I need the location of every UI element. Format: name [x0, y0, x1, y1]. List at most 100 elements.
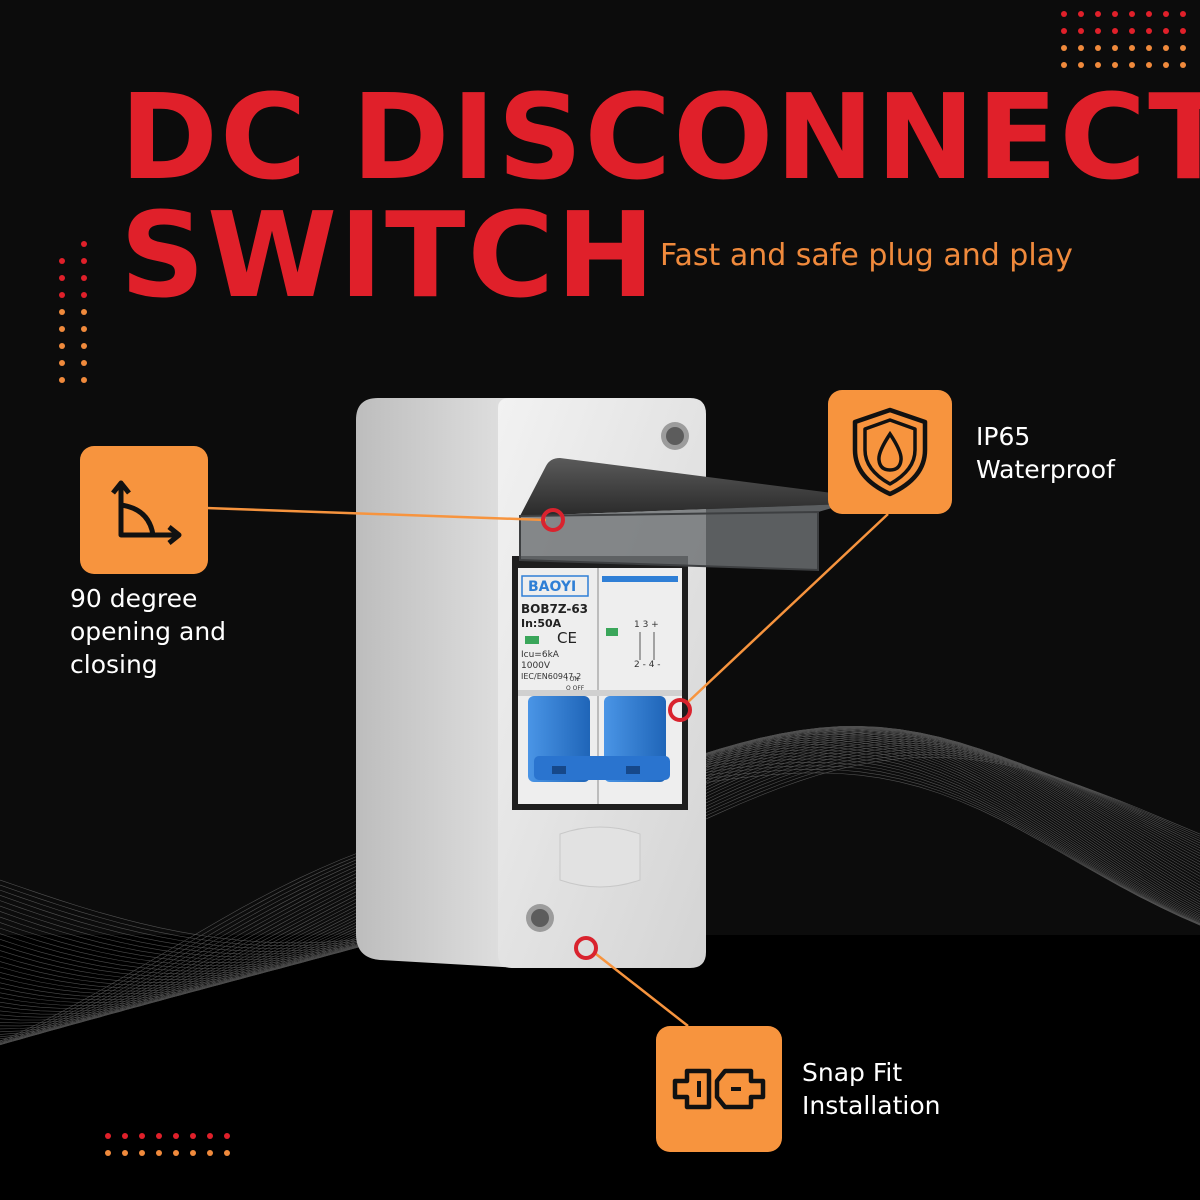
- right-angle-icon: [111, 480, 182, 545]
- decorative-dot: [122, 1150, 128, 1156]
- waterproof-feature-badge: [828, 390, 952, 514]
- decorative-dot: [207, 1133, 213, 1139]
- decorative-dot: [1146, 45, 1152, 51]
- voltage-label: 1000V: [521, 661, 551, 671]
- decorative-dot: [1180, 28, 1186, 34]
- decorative-dot: [1061, 62, 1067, 68]
- decorative-dot: [1078, 28, 1084, 34]
- decorative-dot: [59, 343, 65, 349]
- rating-label: In:50A: [521, 617, 562, 630]
- angle-feature-badge: [80, 446, 208, 574]
- title-line-1: DC DISCONNECT: [120, 68, 1200, 206]
- decorative-dot: [173, 1150, 179, 1156]
- model-label: BOB7Z-63: [521, 602, 588, 616]
- decorative-dot: [81, 292, 87, 298]
- decorative-dot: [59, 360, 65, 366]
- snap-fit-feature-line-1: Snap Fit: [802, 1058, 903, 1087]
- angle-feature-line-2: opening and: [70, 617, 227, 646]
- decorative-dot: [1180, 11, 1186, 17]
- decorative-dot: [81, 241, 87, 247]
- decorative-dot: [1112, 11, 1118, 17]
- on-label: I ON: [566, 676, 579, 683]
- decorative-dot: [1095, 28, 1101, 34]
- decorative-dot: [1112, 62, 1118, 68]
- decorative-dot: [81, 258, 87, 264]
- decorative-dot: [1061, 45, 1067, 51]
- tagline: Fast and safe plug and play: [660, 238, 1073, 273]
- decorative-dot: [81, 343, 87, 349]
- marker-base: [574, 936, 598, 960]
- decorative-dot: [1095, 11, 1101, 17]
- decorative-dot: [224, 1150, 230, 1156]
- decorative-dot: [207, 1150, 213, 1156]
- decorative-dot: [59, 275, 65, 281]
- decorative-dot: [59, 377, 65, 383]
- ce-mark: CE: [557, 629, 577, 647]
- decorative-dot: [1146, 62, 1152, 68]
- decorative-dot: [1163, 45, 1169, 51]
- decorative-dot: [81, 326, 87, 332]
- decorative-dot: [224, 1133, 230, 1139]
- off-label: O OFF: [566, 685, 585, 692]
- shield-water-drop-icon: [852, 407, 928, 497]
- decorative-dot: [1078, 11, 1084, 17]
- decorative-dot: [1163, 62, 1169, 68]
- decorative-dot: [81, 377, 87, 383]
- brand-label: BAOYI: [528, 579, 576, 595]
- title-line-2: SWITCH: [120, 186, 657, 324]
- decorative-dot: [156, 1150, 162, 1156]
- decorative-dot: [1129, 62, 1135, 68]
- decorative-dot: [81, 360, 87, 366]
- decorative-dot: [1163, 28, 1169, 34]
- decorative-dot: [1146, 28, 1152, 34]
- angle-feature-text: 90 degree opening and closing: [70, 582, 226, 681]
- decorative-dot: [81, 309, 87, 315]
- decorative-dot: [1129, 28, 1135, 34]
- decorative-dot: [1180, 62, 1186, 68]
- snap-fit-feature-badge: [656, 1026, 782, 1152]
- waterproof-feature-text: IP65 Waterproof: [976, 420, 1115, 486]
- waterproof-feature-line-1: IP65: [976, 422, 1031, 451]
- snap-fit-feature-text: Snap Fit Installation: [802, 1056, 940, 1122]
- decorative-dot: [1146, 11, 1152, 17]
- decorative-dot: [156, 1133, 162, 1139]
- decorative-dot: [122, 1133, 128, 1139]
- terminal-top-label: 1 3 +: [634, 620, 659, 630]
- terminal-bottom-label: 2 - 4 -: [634, 660, 661, 670]
- decorative-dot: [1061, 11, 1067, 17]
- decorative-dot: [59, 309, 65, 315]
- decorative-dot: [1163, 11, 1169, 17]
- decorative-dot: [1095, 62, 1101, 68]
- decorative-dot: [59, 258, 65, 264]
- decorative-dot: [1129, 45, 1135, 51]
- decorative-dot: [190, 1133, 196, 1139]
- snap-fit-feature-line-2: Installation: [802, 1091, 941, 1120]
- decorative-dot: [139, 1150, 145, 1156]
- snap-connector-icon: [672, 1068, 766, 1110]
- marker-seal: [668, 698, 692, 722]
- decorative-dot: [190, 1150, 196, 1156]
- decorative-dot: [81, 275, 87, 281]
- decorative-dot: [1180, 45, 1186, 51]
- decorative-dot: [139, 1133, 145, 1139]
- icu-label: Icu=6kA: [521, 650, 560, 660]
- decorative-dot: [1078, 62, 1084, 68]
- decorative-dot: [1112, 28, 1118, 34]
- decorative-dot: [1129, 11, 1135, 17]
- angle-feature-line-3: closing: [70, 650, 158, 679]
- decorative-dot: [105, 1133, 111, 1139]
- decorative-dot: [1078, 45, 1084, 51]
- waterproof-feature-line-2: Waterproof: [976, 455, 1115, 484]
- angle-feature-line-1: 90 degree: [70, 584, 198, 613]
- marker-lid: [541, 508, 565, 532]
- decorative-dot: [1112, 45, 1118, 51]
- decorative-dot: [173, 1133, 179, 1139]
- decorative-dot: [59, 326, 65, 332]
- decorative-dot: [1095, 45, 1101, 51]
- standard-label: IEC/EN60947-2: [521, 672, 581, 681]
- decorative-dot: [59, 292, 65, 298]
